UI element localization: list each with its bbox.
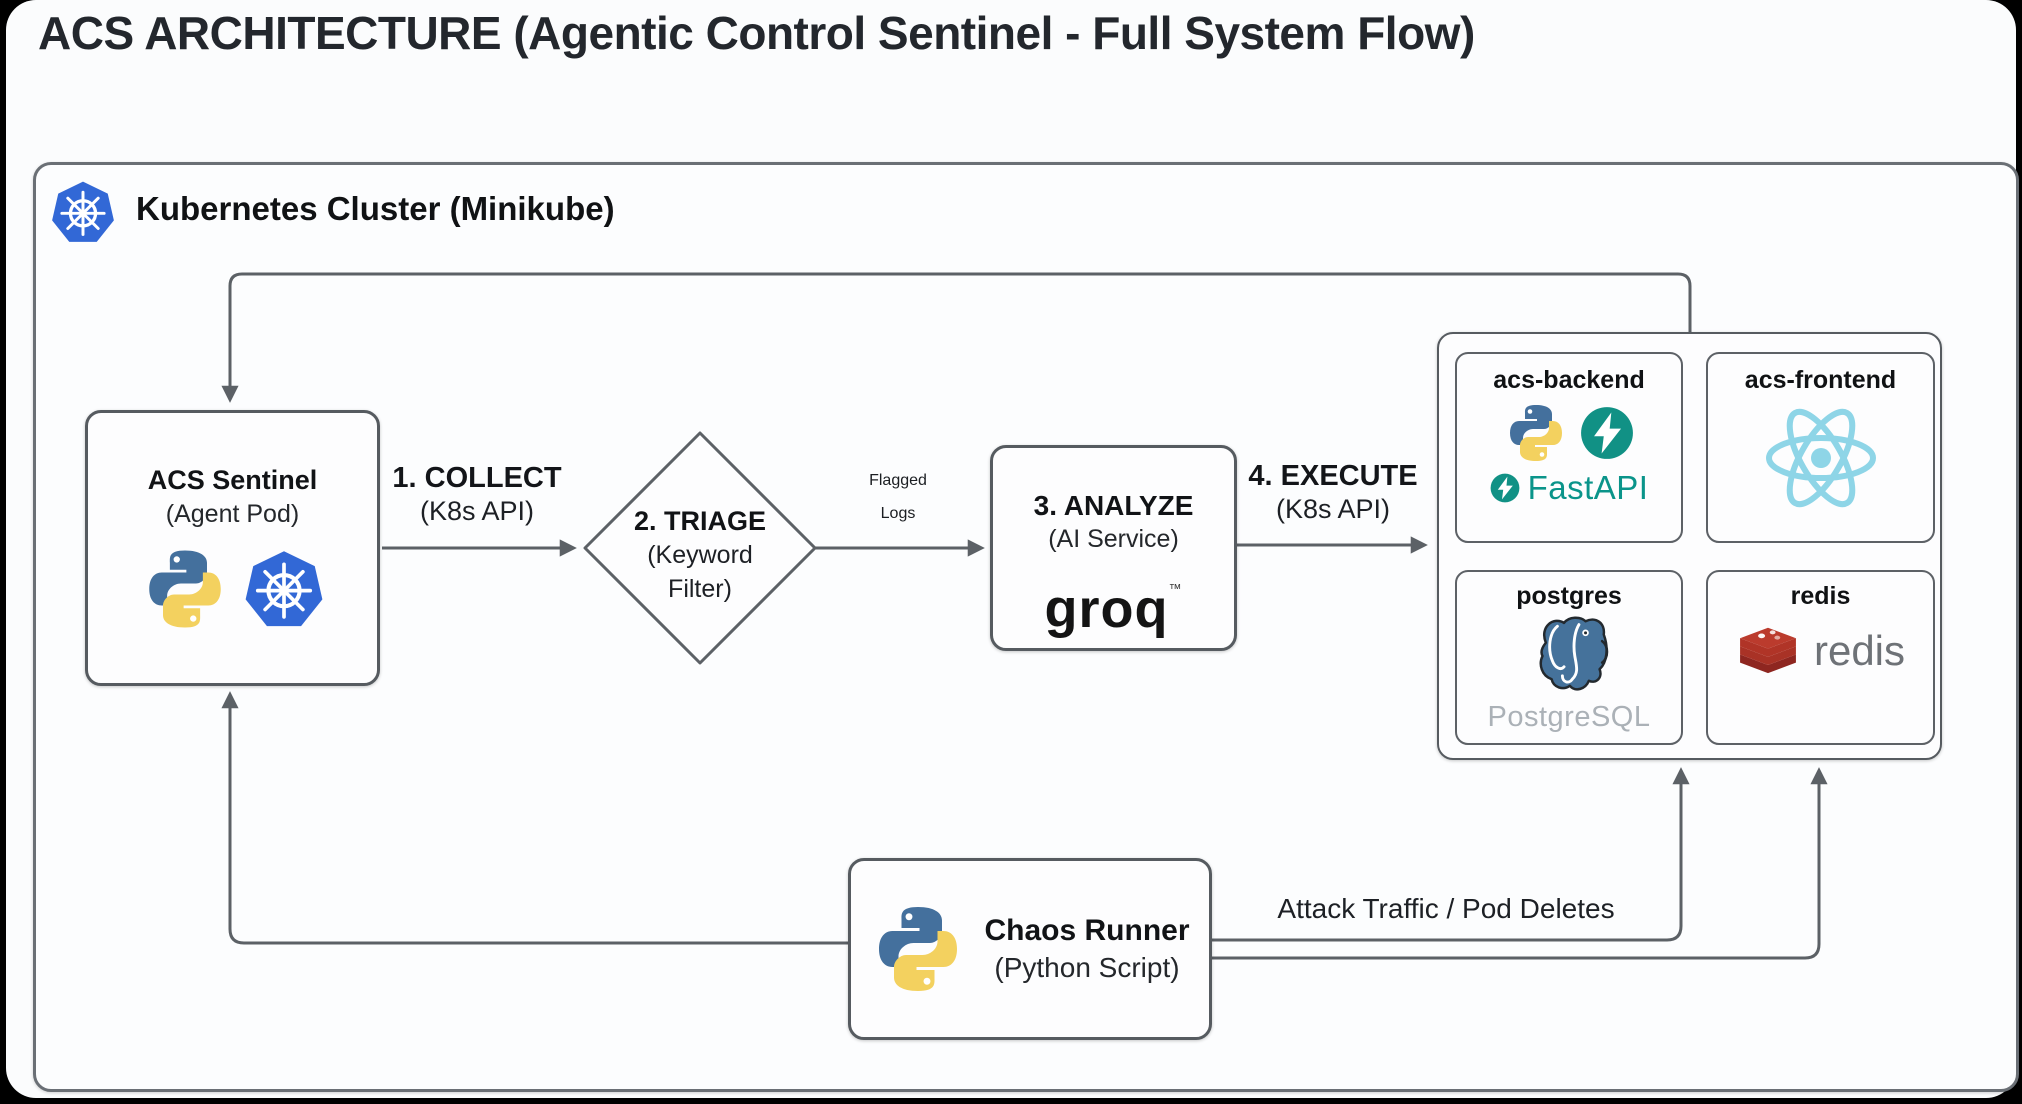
groq-logo-text: groq xyxy=(1044,579,1169,639)
page-title: ACS ARCHITECTURE (Agentic Control Sentin… xyxy=(38,7,1475,59)
postgresql-wordmark: PostgreSQL xyxy=(1487,701,1651,733)
flagged-label-line1: Flagged xyxy=(869,472,927,489)
collect-label-line1: 1. COLLECT xyxy=(392,462,562,494)
analyze-title: 3. ANALYZE xyxy=(1033,490,1194,521)
analyze-node: 3. ANALYZE (AI Service) groq™ xyxy=(990,445,1237,651)
python-icon xyxy=(870,901,966,997)
postgresql-elephant-icon xyxy=(1529,613,1609,699)
chaos-runner-node: Chaos Runner (Python Script) xyxy=(848,858,1212,1040)
analyze-subtitle: (AI Service) xyxy=(1048,525,1179,553)
python-icon xyxy=(141,545,229,633)
flagged-label-line2: Logs xyxy=(880,505,916,522)
acs-sentinel-subtitle: (Agent Pod) xyxy=(165,500,300,528)
acs-frontend-node: acs-frontend xyxy=(1706,352,1935,543)
chaos-runner-title: Chaos Runner xyxy=(984,914,1190,947)
redis-node: redis redis xyxy=(1706,570,1935,745)
kubernetes-icon xyxy=(243,548,325,630)
fastapi-bolt-icon xyxy=(1490,473,1520,503)
execute-edge-label: 4. EXECUTE (K8s API) xyxy=(1248,460,1417,526)
redis-label: redis xyxy=(1790,582,1851,610)
execute-label-line2: (K8s API) xyxy=(1275,494,1391,524)
acs-sentinel-title: ACS Sentinel xyxy=(147,465,318,495)
triage-line3: Filter) xyxy=(668,575,732,603)
react-icon xyxy=(1761,403,1881,513)
flagged-logs-edge-label: Flagged Logs xyxy=(869,464,927,530)
acs-frontend-label: acs-frontend xyxy=(1744,366,1897,394)
python-icon xyxy=(1504,401,1568,465)
triage-line2: (Keyword xyxy=(647,541,753,569)
triage-node-text: 2. TRIAGE (Keyword Filter) xyxy=(634,504,766,606)
fastapi-bolt-icon xyxy=(1580,406,1634,460)
acs-sentinel-node: ACS Sentinel (Agent Pod) xyxy=(85,410,380,686)
collect-edge-label: 1. COLLECT (K8s API) xyxy=(392,462,561,528)
acs-backend-label: acs-backend xyxy=(1493,366,1645,394)
chaos-runner-subtitle: (Python Script) xyxy=(994,952,1180,983)
fastapi-wordmark: FastAPI xyxy=(1527,469,1649,506)
attack-traffic-label: Attack Traffic / Pod Deletes xyxy=(1277,893,1615,924)
redis-wordmark: redis xyxy=(1813,627,1906,674)
triage-title: 2. TRIAGE xyxy=(633,506,767,536)
kubernetes-icon xyxy=(50,175,116,249)
postgres-label: postgres xyxy=(1516,582,1622,610)
groq-trademark: ™ xyxy=(1168,581,1183,596)
acs-backend-node: acs-backend FastAPI xyxy=(1455,352,1683,543)
cluster-title: Kubernetes Cluster (Minikube) xyxy=(136,190,615,227)
redis-cube-icon xyxy=(1736,623,1800,679)
postgres-node: postgres PostgreSQL xyxy=(1455,570,1683,745)
execute-label-line1: 4. EXECUTE xyxy=(1248,460,1418,492)
groq-logo: groq™ xyxy=(1045,562,1183,636)
collect-label-line2: (K8s API) xyxy=(419,496,535,526)
